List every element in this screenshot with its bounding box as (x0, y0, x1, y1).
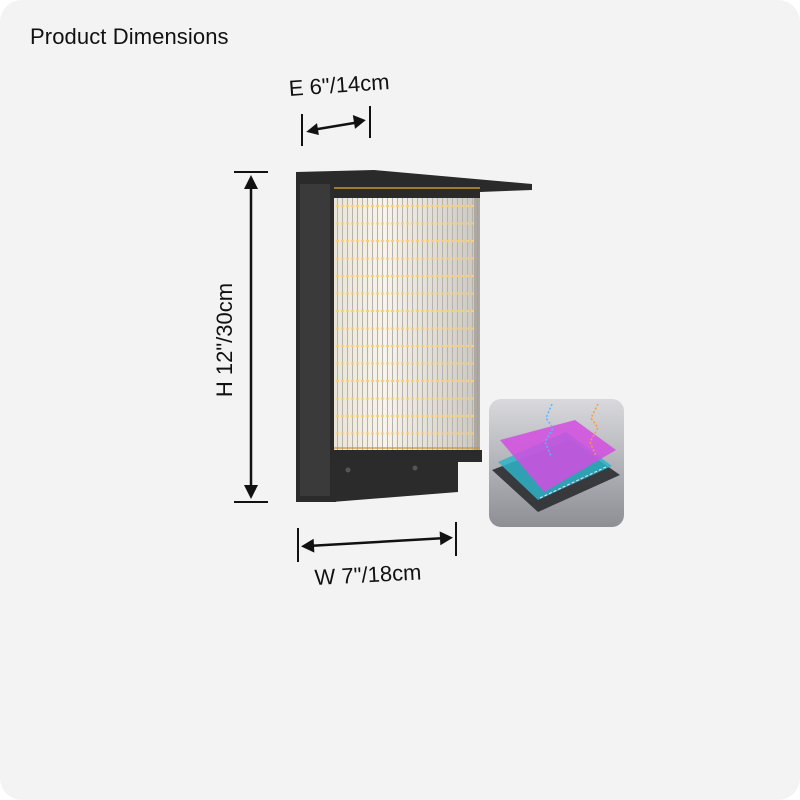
depth-dimension-arrow (301, 106, 371, 146)
height-dimension-arrow (234, 171, 268, 503)
wall-light-fixture (296, 170, 532, 502)
glow-lines (336, 204, 474, 435)
page-title: Product Dimensions (30, 24, 229, 49)
width-dimension-label: W 7"/18cm (314, 559, 423, 590)
height-dimension-label: H 12"/30cm (212, 282, 237, 398)
width-dimension-arrow (297, 522, 457, 562)
glass-layers-icon (489, 399, 624, 527)
